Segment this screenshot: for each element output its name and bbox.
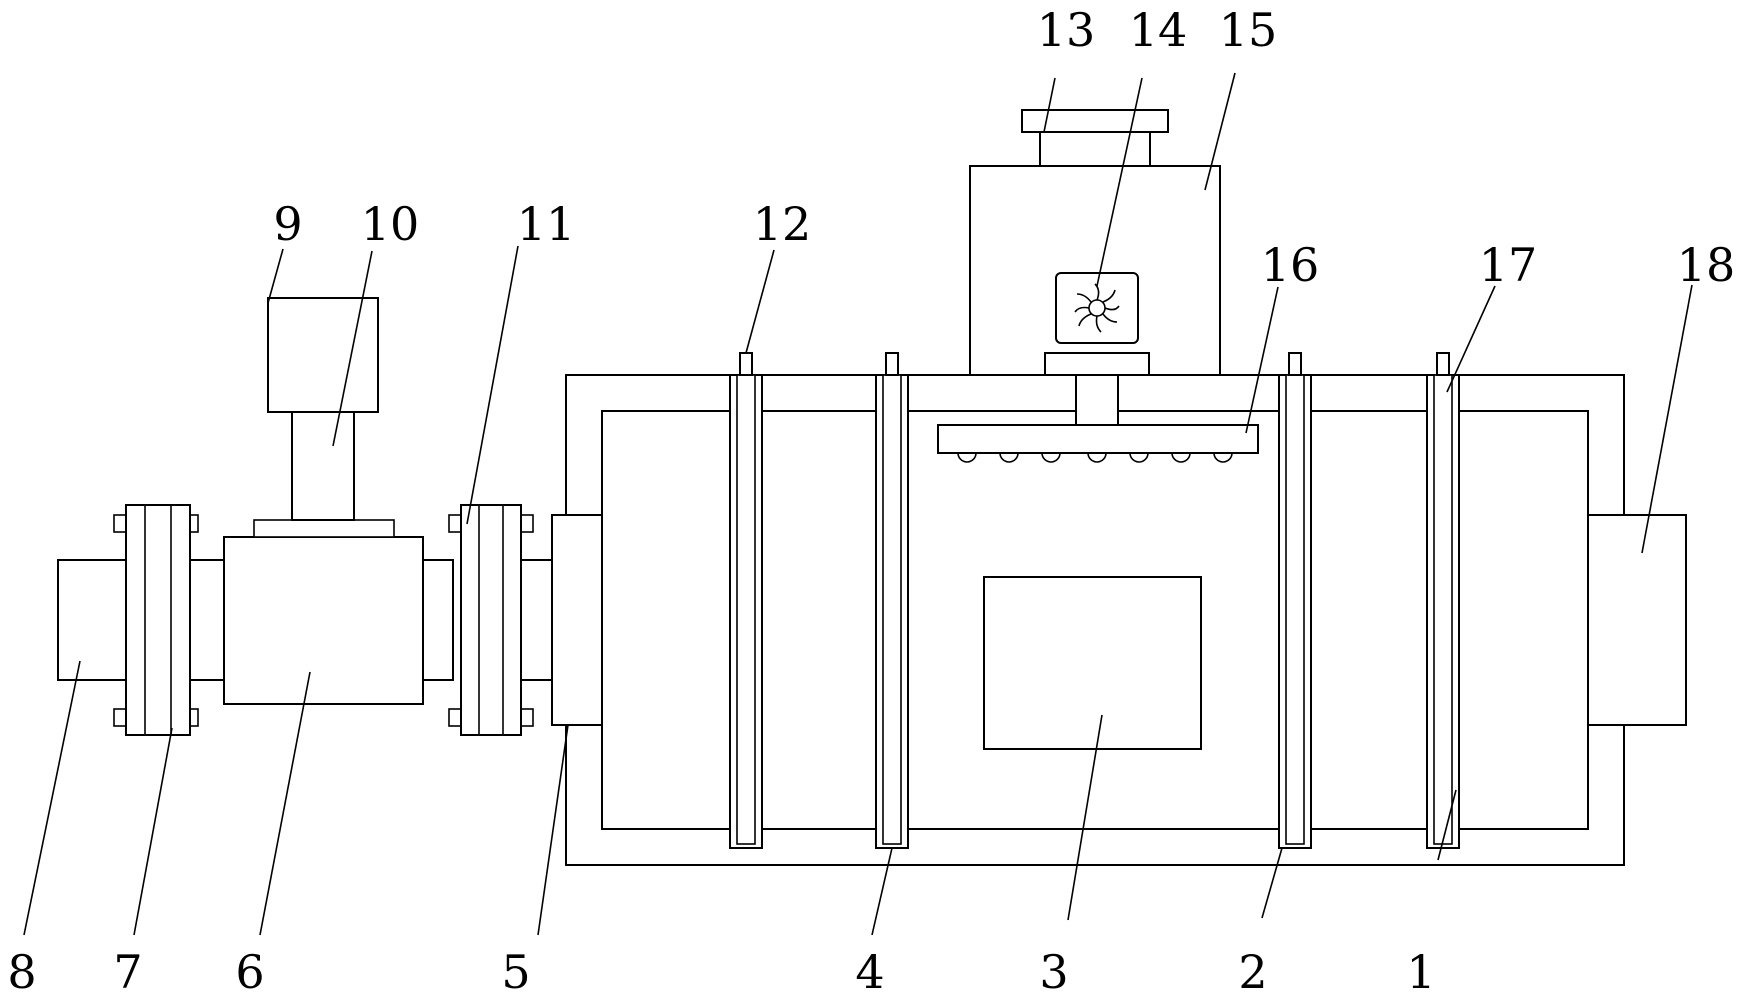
label-6: 6	[235, 945, 264, 993]
leader-11	[466, 245, 519, 525]
label-5: 5	[501, 945, 530, 993]
valve-stem-10	[291, 411, 355, 521]
leader-10	[332, 250, 373, 447]
inspection-window-3	[983, 576, 1202, 750]
plate-4-tab	[885, 352, 899, 376]
leader-13	[1043, 77, 1056, 133]
leader-9	[267, 248, 284, 304]
pipe-segment	[189, 559, 225, 681]
label-9: 9	[273, 197, 302, 251]
label-15: 15	[1219, 3, 1278, 57]
plate-17-tab	[1436, 352, 1450, 376]
inlet-pipe-8	[57, 559, 127, 681]
leader-1	[1437, 789, 1457, 861]
cap-neck	[1039, 131, 1151, 167]
leader-17	[1446, 285, 1496, 393]
leader-5	[537, 724, 569, 936]
label-1: 1	[1406, 945, 1435, 993]
leader-lines	[23, 72, 1693, 936]
label-18: 18	[1677, 238, 1736, 292]
leader-3	[1067, 714, 1103, 921]
label-13: 13	[1037, 3, 1096, 57]
label-11: 11	[517, 197, 576, 251]
spray-nozzles	[957, 452, 1233, 463]
label-2: 2	[1238, 945, 1267, 993]
leader-12	[745, 249, 775, 354]
flange-11	[460, 504, 522, 736]
pipe-segment-3	[520, 559, 554, 681]
valve-body-seat	[253, 519, 395, 538]
pipe-segment-2	[422, 559, 454, 681]
label-7: 7	[113, 945, 142, 993]
leader-2	[1261, 847, 1283, 919]
label-14: 14	[1129, 3, 1188, 57]
flange-7	[125, 504, 191, 736]
leader-4	[871, 847, 893, 936]
fan-icon	[1074, 283, 1120, 333]
inlet-connector-5	[551, 514, 603, 726]
leader-14	[1096, 77, 1143, 287]
outlet-connector-18	[1587, 514, 1687, 726]
leader-6	[259, 671, 311, 936]
divider-plates	[729, 352, 1460, 849]
label-16: 16	[1261, 238, 1320, 292]
actuator-9	[267, 297, 379, 413]
plate-12-tab	[739, 352, 753, 376]
leader-8	[23, 660, 81, 936]
leader-18	[1641, 284, 1693, 554]
drive-shaft	[1075, 374, 1119, 426]
leader-15	[1204, 72, 1236, 191]
reference-labels: 1 2 3 4 5 6 7 8 9 10 11 12 13 14 15 16 1…	[7, 3, 1735, 993]
motor-base	[1044, 352, 1150, 376]
leader-16	[1245, 286, 1279, 434]
label-3: 3	[1039, 945, 1068, 993]
plate-2-tab	[1288, 352, 1302, 376]
label-12: 12	[753, 197, 812, 251]
label-10: 10	[361, 197, 420, 251]
label-4: 4	[855, 945, 884, 993]
label-8: 8	[7, 945, 36, 993]
valve-body-6	[223, 536, 424, 705]
spray-bar-16	[937, 424, 1259, 454]
label-17: 17	[1479, 238, 1538, 292]
fan-motor-14	[1055, 272, 1139, 344]
leader-7	[133, 727, 173, 936]
